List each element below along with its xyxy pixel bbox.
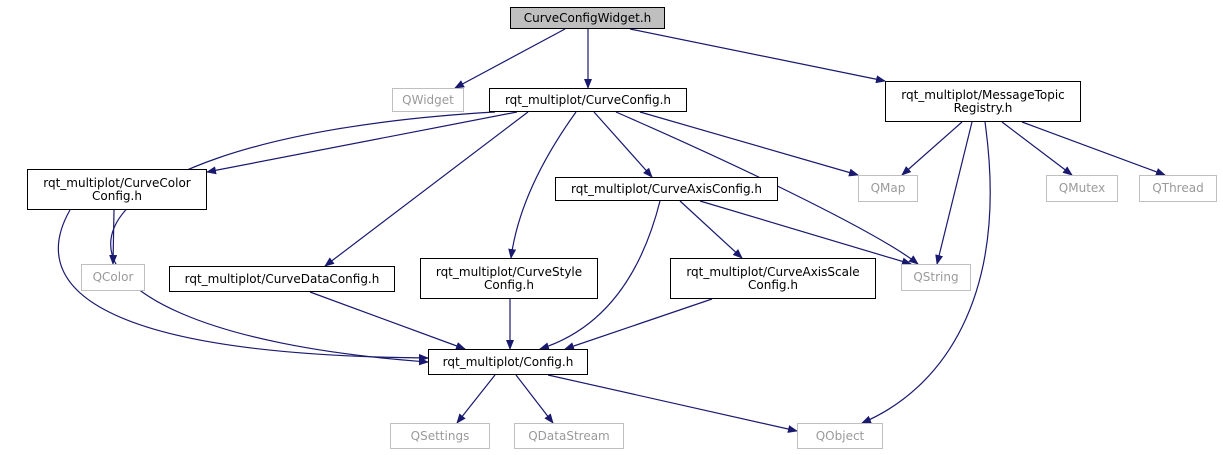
node-label: QSettings <box>410 428 470 443</box>
edge-curve-config-widget-to-message-topic-registry <box>629 28 886 84</box>
node-label: QThread <box>1152 181 1204 195</box>
node-qobject[interactable]: QObject <box>797 423 883 449</box>
node-qmutex[interactable]: QMutex <box>1046 175 1118 202</box>
node-label: QWidget <box>402 92 454 107</box>
edge-config-to-qdatastream <box>515 374 554 424</box>
edge-curve-axis-config-to-qstring <box>699 200 912 266</box>
node-qstring[interactable]: QString <box>901 264 971 291</box>
node-qthread[interactable]: QThread <box>1139 175 1217 202</box>
edge-curve-config-to-qstring <box>615 111 919 265</box>
edge-curve-data-config-to-config <box>309 291 466 350</box>
edge-curve-config-to-curve-axis-config <box>593 111 653 178</box>
node-label: rqt_multiplot/CurveDataConfig.h <box>184 271 380 286</box>
node-label: CurveConfigWidget.h <box>523 10 652 25</box>
edge-curve-axis-config-to-curve-axis-scale-config <box>679 200 743 259</box>
node-qcolor[interactable]: QColor <box>81 264 145 291</box>
edge-curve-config-to-qmap <box>639 111 859 177</box>
edge-curve-color-config-to-qcolor <box>109 209 118 265</box>
edge-message-topic-registry-to-qmutex <box>1001 121 1073 176</box>
node-label: QMutex <box>1058 181 1106 195</box>
node-qdatastream[interactable]: QDataStream <box>514 423 624 449</box>
node-label: rqt_multiplot/Config.h <box>442 354 574 369</box>
node-curve-axis-scale-config[interactable]: rqt_multiplot/CurveAxisScale Config.h <box>670 258 876 299</box>
node-curve-style-config[interactable]: rqt_multiplot/CurveStyle Config.h <box>420 258 598 299</box>
node-label: rqt_multiplot/MessageTopic Registry.h <box>901 87 1065 115</box>
node-label: QDataStream <box>528 428 610 443</box>
edge-config-to-qobject <box>547 374 798 433</box>
edge-curve-config-to-curve-style-config <box>508 111 577 259</box>
node-label: QObject <box>815 428 865 443</box>
node-message-topic-registry[interactable]: rqt_multiplot/MessageTopic Registry.h <box>885 81 1081 122</box>
node-curve-config-widget[interactable]: CurveConfigWidget.h <box>510 7 665 29</box>
node-curve-config[interactable]: rqt_multiplot/CurveConfig.h <box>489 88 687 112</box>
node-label: rqt_multiplot/CurveConfig.h <box>504 92 672 107</box>
node-label: QColor <box>92 270 134 284</box>
edge-curve-axis-scale-config-to-config <box>564 298 713 350</box>
edge-config-to-qsettings <box>456 374 496 424</box>
node-label: QMap <box>870 181 906 195</box>
edge-curve-color-config-to-config <box>57 209 429 362</box>
edge-curve-config-to-curve-color-config <box>206 111 518 175</box>
edge-message-topic-registry-to-qthread <box>1021 121 1166 176</box>
node-qwidget[interactable]: QWidget <box>392 88 464 112</box>
node-qmap[interactable]: QMap <box>858 175 918 202</box>
edge-curve-config-to-config <box>110 111 496 366</box>
node-label: rqt_multiplot/CurveColor Config.h <box>43 175 191 203</box>
edge-curve-config-to-curve-data-config <box>324 111 529 267</box>
edge-message-topic-registry-to-qmap <box>901 121 963 176</box>
node-curve-color-config[interactable]: rqt_multiplot/CurveColor Config.h <box>27 169 207 210</box>
edge-message-topic-registry-to-qobject <box>861 121 991 424</box>
node-qsettings[interactable]: QSettings <box>390 423 490 449</box>
edge-curve-axis-config-to-config <box>539 200 661 351</box>
node-label: rqt_multiplot/CurveAxisConfig.h <box>571 181 762 196</box>
edge-curve-config-widget-to-qwidget <box>454 28 566 89</box>
node-label: rqt_multiplot/CurveAxisScale Config.h <box>686 264 860 292</box>
node-label: QString <box>913 270 959 284</box>
node-curve-data-config[interactable]: rqt_multiplot/CurveDataConfig.h <box>169 266 395 292</box>
node-curve-axis-config[interactable]: rqt_multiplot/CurveAxisConfig.h <box>555 177 778 201</box>
node-config[interactable]: rqt_multiplot/Config.h <box>428 349 588 375</box>
edge-message-topic-registry-to-qstring <box>935 121 973 265</box>
node-label: rqt_multiplot/CurveStyle Config.h <box>435 264 583 292</box>
